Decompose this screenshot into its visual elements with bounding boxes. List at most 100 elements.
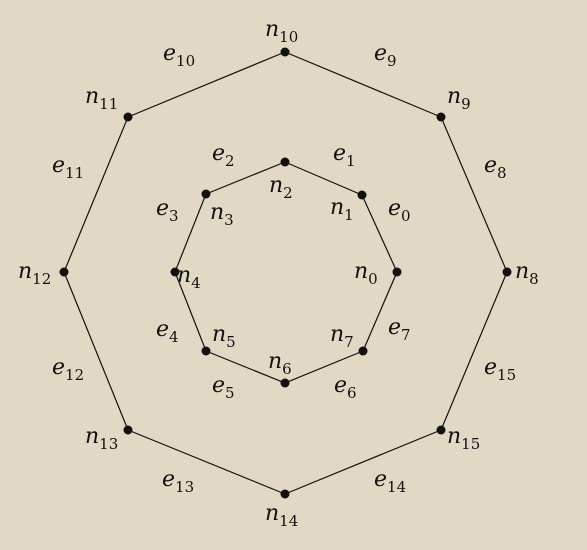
- edge-label-e6-symbol: e: [334, 373, 347, 398]
- edge-label-e4-subscript: 4: [169, 328, 179, 346]
- node-n0: [392, 267, 402, 277]
- edge-e15: [440, 271, 508, 431]
- edge-e4: [174, 271, 207, 352]
- node-label-n1: n1: [330, 195, 354, 224]
- edge-label-e9-subscript: 9: [387, 52, 397, 70]
- node-label-n8-symbol: n: [515, 259, 529, 284]
- edge-label-e4-symbol: e: [156, 317, 169, 342]
- node-label-n10: n10: [265, 17, 298, 46]
- node-label-n8: n8: [515, 259, 539, 288]
- edge-e10: [127, 51, 286, 118]
- node-label-n7: n7: [330, 322, 354, 351]
- node-n4: [170, 267, 180, 277]
- edge-label-e10-subscript: 10: [176, 52, 195, 70]
- edge-label-e8: e8: [484, 153, 507, 182]
- node-label-n11-symbol: n: [85, 84, 99, 109]
- node-label-n6-symbol: n: [268, 349, 282, 374]
- node-n7: [358, 346, 368, 356]
- node-label-n0-subscript: 0: [368, 270, 378, 288]
- node-label-n14-subscript: 14: [279, 512, 298, 530]
- node-label-n0-symbol: n: [354, 259, 368, 284]
- edge-label-e6: e6: [334, 373, 357, 402]
- edge-e3: [174, 193, 207, 273]
- edge-e11: [63, 116, 129, 273]
- edge-label-e0-subscript: 0: [401, 207, 411, 225]
- edge-label-e3: e3: [156, 196, 179, 225]
- edge-label-e9-symbol: e: [374, 41, 387, 66]
- node-label-n9: n9: [447, 84, 471, 113]
- node-label-n5-symbol: n: [212, 322, 226, 347]
- node-label-n3-symbol: n: [210, 200, 224, 225]
- edge-e2: [205, 161, 286, 195]
- edge-label-e13: e13: [162, 467, 194, 496]
- edge-label-e6-subscript: 6: [347, 384, 357, 402]
- node-label-n8-subscript: 8: [529, 270, 539, 288]
- node-label-n3: n3: [210, 200, 234, 229]
- edge-label-e14-subscript: 14: [387, 478, 406, 496]
- edge-label-e11-subscript: 11: [65, 164, 84, 182]
- node-label-n14: n14: [265, 501, 298, 530]
- edge-label-e8-subscript: 8: [497, 164, 507, 182]
- node-label-n9-subscript: 9: [461, 95, 471, 113]
- edge-label-e1-subscript: 1: [346, 152, 356, 170]
- node-label-n7-symbol: n: [330, 322, 344, 347]
- edge-label-e15: e15: [484, 355, 516, 384]
- edge-label-e4: e4: [156, 317, 179, 346]
- edge-label-e1-symbol: e: [333, 141, 346, 166]
- node-n9: [436, 112, 446, 122]
- node-n10: [280, 47, 290, 57]
- node-n15: [436, 425, 446, 435]
- edge-label-e11: e11: [52, 153, 84, 182]
- node-label-n15: n15: [447, 424, 480, 453]
- edge-label-e8-symbol: e: [484, 153, 497, 178]
- node-label-n9-symbol: n: [447, 84, 461, 109]
- edge-label-e12: e12: [52, 355, 84, 384]
- node-label-n11-subscript: 11: [99, 95, 118, 113]
- node-label-n2-subscript: 2: [283, 184, 293, 202]
- edge-label-e2: e2: [212, 141, 235, 170]
- node-n1: [357, 190, 367, 200]
- edge-label-e10-symbol: e: [163, 41, 176, 66]
- edge-e5: [205, 350, 286, 384]
- node-label-n4-symbol: n: [177, 263, 191, 288]
- edge-e14: [284, 429, 442, 495]
- node-label-n13-symbol: n: [85, 424, 99, 449]
- node-label-n2: n2: [269, 173, 293, 202]
- node-label-n4-subscript: 4: [191, 274, 201, 292]
- edge-label-e14-symbol: e: [374, 467, 387, 492]
- node-label-n13: n13: [85, 424, 118, 453]
- edge-label-e13-symbol: e: [162, 467, 175, 492]
- edge-e6: [284, 350, 364, 384]
- node-label-n0: n0: [354, 259, 378, 288]
- edge-label-e3-subscript: 3: [169, 207, 179, 225]
- node-n12: [59, 267, 69, 277]
- nodes-layer: [59, 47, 512, 499]
- node-label-n2-symbol: n: [269, 173, 283, 198]
- edge-label-e2-symbol: e: [212, 141, 225, 166]
- edge-label-e11-symbol: e: [52, 153, 65, 178]
- node-label-n15-subscript: 15: [461, 435, 480, 453]
- node-label-n6-subscript: 6: [282, 360, 292, 378]
- edge-e13: [127, 429, 286, 495]
- edge-label-e15-symbol: e: [484, 355, 497, 380]
- node-label-n10-subscript: 10: [279, 28, 298, 46]
- node-label-n12-subscript: 12: [32, 270, 51, 288]
- edge-label-e0: e0: [388, 196, 411, 225]
- node-label-n1-subscript: 1: [344, 206, 354, 224]
- node-n3: [201, 189, 211, 199]
- node-label-n5: n5: [212, 322, 236, 351]
- edge-label-e0-symbol: e: [388, 196, 401, 221]
- node-label-n10-symbol: n: [265, 17, 279, 42]
- edge-e8: [440, 116, 508, 273]
- node-n6: [280, 378, 290, 388]
- node-label-n12-symbol: n: [18, 259, 32, 284]
- edge-label-e5-subscript: 5: [225, 384, 235, 402]
- edge-label-e5-symbol: e: [212, 373, 225, 398]
- edge-e0: [361, 194, 398, 273]
- edge-label-e13-subscript: 13: [175, 478, 194, 496]
- node-label-n13-subscript: 13: [99, 435, 118, 453]
- node-label-n15-symbol: n: [447, 424, 461, 449]
- edge-label-e12-subscript: 12: [65, 366, 84, 384]
